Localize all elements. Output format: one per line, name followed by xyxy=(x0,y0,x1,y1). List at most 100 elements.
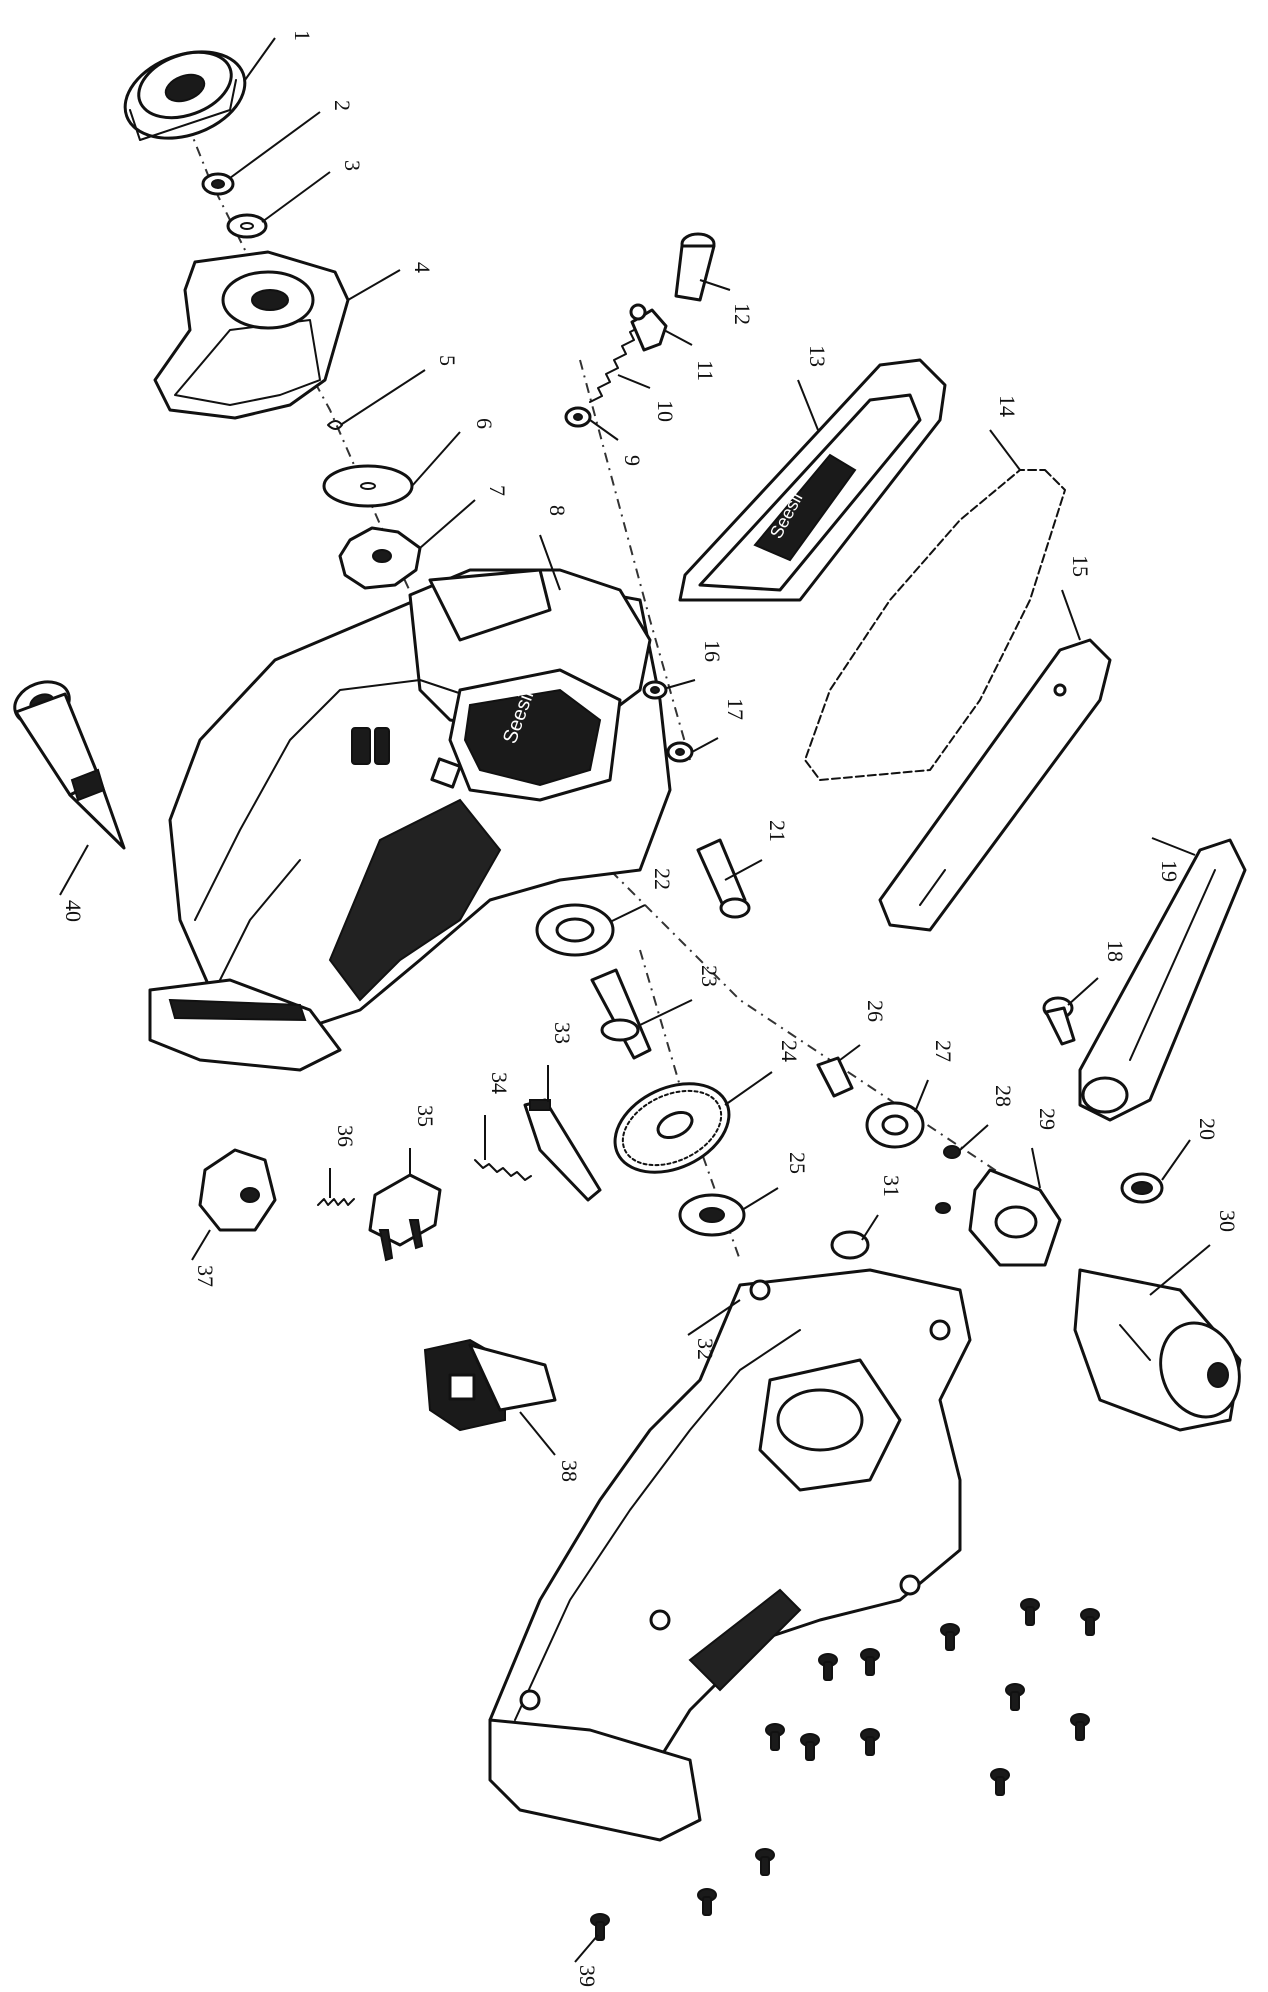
svg-text:17: 17 xyxy=(723,698,748,720)
bearing-22 xyxy=(535,903,615,957)
svg-text:8: 8 xyxy=(545,505,570,516)
callout-39: 39 xyxy=(574,1934,600,1987)
spring-20 xyxy=(1120,1172,1164,1204)
svg-text:20: 20 xyxy=(1195,1118,1220,1140)
svg-text:30: 30 xyxy=(1215,1210,1240,1232)
svg-text:6: 6 xyxy=(472,418,497,429)
callout-10: 10 xyxy=(617,374,678,422)
callout-9: 9 xyxy=(589,419,645,466)
svg-text:36: 36 xyxy=(333,1125,358,1147)
bolt-21 xyxy=(696,838,751,919)
callout-27: 27 xyxy=(914,1040,956,1113)
bearing-27 xyxy=(865,1101,925,1149)
guide-bar xyxy=(878,638,1112,932)
callout-5: 5 xyxy=(341,355,460,425)
lock-block-37 xyxy=(198,1148,277,1232)
callout-40: 40 xyxy=(59,844,89,922)
svg-text:15: 15 xyxy=(1068,555,1093,577)
svg-text:18: 18 xyxy=(1103,940,1128,962)
svg-text:14: 14 xyxy=(995,395,1020,417)
svg-text:40: 40 xyxy=(61,900,86,922)
svg-text:4: 4 xyxy=(410,262,435,273)
bevel-gear xyxy=(613,1082,731,1174)
svg-text:13: 13 xyxy=(805,345,830,367)
nut-17 xyxy=(666,741,694,763)
clip-5 xyxy=(327,420,343,430)
axis-line-adjuster xyxy=(579,359,691,761)
screw-28 xyxy=(943,1145,961,1159)
svg-text:11: 11 xyxy=(693,360,718,381)
svg-text:10: 10 xyxy=(653,400,678,422)
callout-26: 26 xyxy=(839,1000,888,1061)
trigger-33 xyxy=(523,1098,602,1202)
oil-plug xyxy=(13,680,126,850)
callout-7: 7 xyxy=(419,485,510,549)
callout-13: 13 xyxy=(797,345,830,431)
battery-latch xyxy=(423,1338,557,1432)
callout-36: 36 xyxy=(329,1125,358,1198)
callout-21: 21 xyxy=(724,820,790,881)
pin-18 xyxy=(1042,996,1076,1046)
svg-text:26: 26 xyxy=(863,1000,888,1022)
callout-16: 16 xyxy=(666,640,725,689)
tension-knob xyxy=(123,50,247,141)
svg-text:22: 22 xyxy=(650,868,675,890)
pinion-26 xyxy=(816,1056,854,1098)
svg-text:29: 29 xyxy=(1035,1108,1060,1130)
main-housing-left: Seesii xyxy=(148,568,672,1072)
callout-11: 11 xyxy=(663,329,718,381)
callout-35: 35 xyxy=(409,1105,438,1175)
svg-text:34: 34 xyxy=(487,1072,512,1094)
callout-28: 28 xyxy=(959,1085,1016,1151)
callout-19: 19 xyxy=(1151,837,1196,882)
nut-9 xyxy=(564,406,592,428)
mount-plate xyxy=(968,1168,1062,1267)
washer-16 xyxy=(642,680,668,700)
spring-10 xyxy=(589,325,643,403)
svg-text:38: 38 xyxy=(557,1460,582,1482)
bar-handle xyxy=(1078,838,1247,1122)
svg-text:35: 35 xyxy=(413,1105,438,1127)
svg-text:16: 16 xyxy=(700,640,725,662)
svg-text:25: 25 xyxy=(785,1152,810,1174)
callout-4: 4 xyxy=(347,262,435,301)
callout-12: 12 xyxy=(699,279,755,325)
svg-text:1: 1 xyxy=(290,30,315,41)
callout-20: 20 xyxy=(1161,1118,1220,1181)
sprocket xyxy=(338,526,422,590)
callout-3: 3 xyxy=(261,160,365,223)
svg-text:21: 21 xyxy=(765,820,790,842)
main-housing-right xyxy=(488,1268,972,1842)
callout-6: 6 xyxy=(411,418,497,487)
saw-chain xyxy=(804,469,1066,781)
svg-text:33: 33 xyxy=(550,1022,575,1044)
callout-24: 24 xyxy=(724,1040,802,1106)
washer-6 xyxy=(322,464,414,508)
callout-29: 29 xyxy=(1031,1108,1060,1189)
callout-2: 2 xyxy=(229,100,355,179)
svg-text:39: 39 xyxy=(575,1965,600,1987)
spring-36 xyxy=(317,1198,355,1206)
svg-text:5: 5 xyxy=(435,355,460,366)
side-cover xyxy=(153,250,350,420)
callout-17: 17 xyxy=(691,698,748,753)
callout-14: 14 xyxy=(989,395,1021,471)
bearing-25 xyxy=(678,1193,746,1237)
screw-28b xyxy=(935,1202,951,1214)
callout-33: 33 xyxy=(547,1022,575,1102)
tension-block xyxy=(629,303,668,352)
bushing-31 xyxy=(830,1230,870,1260)
bolt-12 xyxy=(674,232,716,302)
spring-34 xyxy=(474,1159,532,1181)
callout-34: 34 xyxy=(484,1072,512,1160)
callout-32: 32 xyxy=(687,1299,741,1360)
svg-text:31: 31 xyxy=(879,1175,904,1197)
drive-shaft xyxy=(590,968,652,1060)
svg-text:19: 19 xyxy=(1157,860,1182,882)
callout-23: 23 xyxy=(639,965,722,1026)
callout-38: 38 xyxy=(519,1411,582,1482)
nut-2 xyxy=(201,172,235,196)
washer-3 xyxy=(226,213,268,239)
svg-text:12: 12 xyxy=(730,303,755,325)
